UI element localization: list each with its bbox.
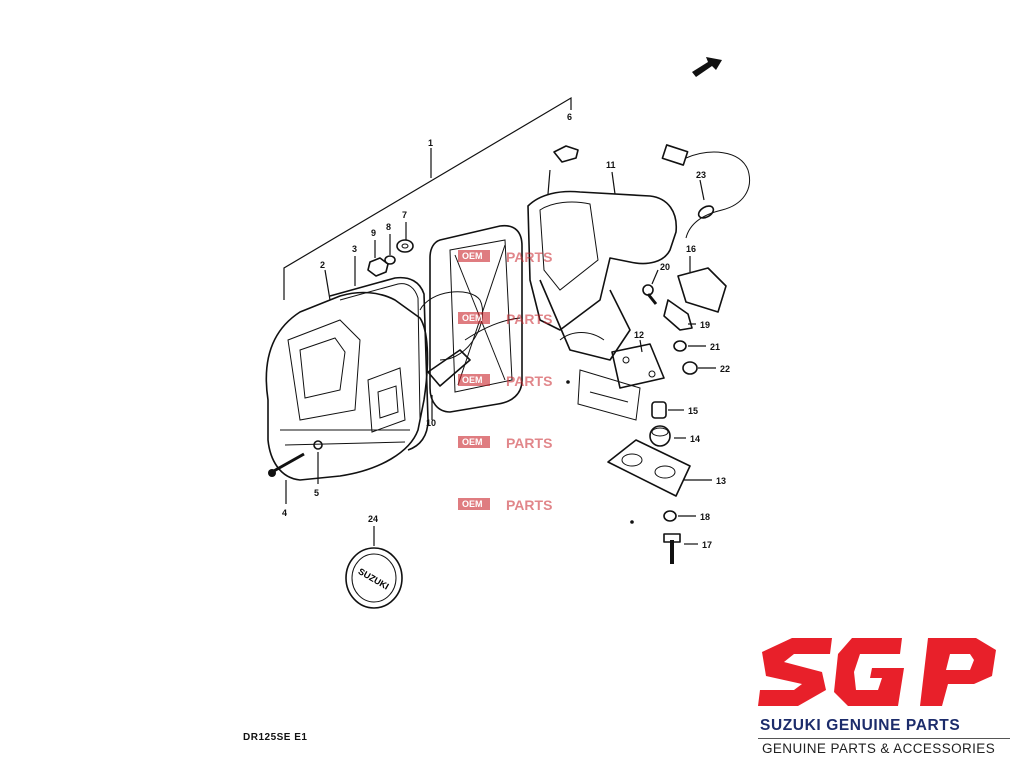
- callout-16: 16: [686, 244, 696, 254]
- suzuki-emblem: SUZUKI: [345, 526, 403, 609]
- callout-19: 19: [700, 320, 710, 330]
- watermark-parts-label: PARTS: [506, 435, 552, 451]
- mounting-bracket: [527, 190, 677, 421]
- callout-24: 24: [368, 514, 378, 524]
- watermark-4: OEM PARTS: [458, 435, 552, 451]
- watermark-oem-label: OEM: [462, 499, 483, 509]
- callout-6: 6: [567, 112, 572, 122]
- bracket-16: [677, 267, 727, 313]
- callout-18: 18: [700, 512, 710, 522]
- lens-gasket: [329, 276, 429, 451]
- watermark-parts-label: PARTS: [506, 249, 552, 265]
- watermark-oem-label: OEM: [462, 313, 483, 323]
- bolt-20: [642, 284, 658, 305]
- callout-2: 2: [320, 260, 325, 270]
- callout-22: 22: [720, 364, 730, 374]
- watermark-parts-label: PARTS: [506, 373, 552, 389]
- callout-11: 11: [606, 160, 616, 170]
- nut-8: [384, 255, 396, 265]
- callout-14: 14: [690, 434, 700, 444]
- callout-20: 20: [660, 262, 670, 272]
- collar-15: [651, 401, 667, 419]
- diagram-caption: DR125SE E1: [243, 732, 308, 743]
- watermark-parts-label: PARTS: [506, 311, 552, 327]
- callout-7: 7: [402, 210, 407, 220]
- emblem-text: SUZUKI: [356, 566, 390, 591]
- watermark-oem-label: OEM: [462, 437, 483, 447]
- screw-4: [268, 452, 305, 504]
- watermark-oem-label: OEM: [462, 251, 483, 261]
- callout-12: 12: [634, 330, 644, 340]
- nut-22: [682, 361, 698, 375]
- watermark-5: OEM PARTS: [458, 497, 552, 513]
- callout-5: 5: [314, 488, 319, 498]
- logo-title: SUZUKI GENUINE PARTS: [760, 717, 961, 734]
- callout-1: 1: [428, 138, 433, 148]
- callout-21: 21: [710, 342, 720, 352]
- callout-4: 4: [282, 508, 287, 518]
- callout-17: 17: [702, 540, 712, 550]
- watermark-parts-label: PARTS: [506, 497, 552, 513]
- callout-23: 23: [696, 170, 706, 180]
- clamp-19: [663, 299, 693, 331]
- taillight-lens: [265, 291, 429, 481]
- watermark-oem-label: OEM: [462, 375, 483, 385]
- nut-21: [673, 340, 687, 352]
- wire-harness: [661, 144, 750, 239]
- direction-arrow-icon: [692, 57, 722, 77]
- bracket-12: [611, 343, 665, 389]
- logo-subtitle: GENUINE PARTS & ACCESSORIES: [762, 741, 996, 756]
- nut-18: [663, 510, 677, 522]
- grommet-5: [313, 440, 323, 484]
- callout-3: 3: [352, 244, 357, 254]
- bulb-socket: [427, 317, 521, 387]
- cushion-14: [649, 425, 671, 447]
- watermark-2: OEM PARTS: [458, 311, 552, 327]
- watermark-3: OEM PARTS: [458, 373, 552, 389]
- nut-9: [367, 257, 389, 277]
- callout-15: 15: [688, 406, 698, 416]
- callout-10: 10: [426, 418, 436, 428]
- callout-8: 8: [386, 222, 391, 232]
- callout-13: 13: [716, 476, 726, 486]
- bolt-6: [547, 145, 579, 195]
- bolt-17: [663, 533, 681, 564]
- callout-leaders: [324, 171, 716, 545]
- callout-labels: 1 2 3 4 5 6 7 8 9 10 11 12 13 14 15 16 1…: [282, 112, 730, 550]
- plate-13: [607, 439, 691, 497]
- watermark-1: OEM PARTS: [458, 249, 552, 265]
- logo-divider: [758, 738, 1010, 739]
- washer-7: [396, 239, 414, 253]
- sgp-logo-icon: [758, 638, 996, 706]
- assembly-bracket: [283, 96, 572, 300]
- watermark: OEM PARTS OEM PARTS OEM PARTS OEM PARTS …: [458, 249, 552, 513]
- callout-9: 9: [371, 228, 376, 238]
